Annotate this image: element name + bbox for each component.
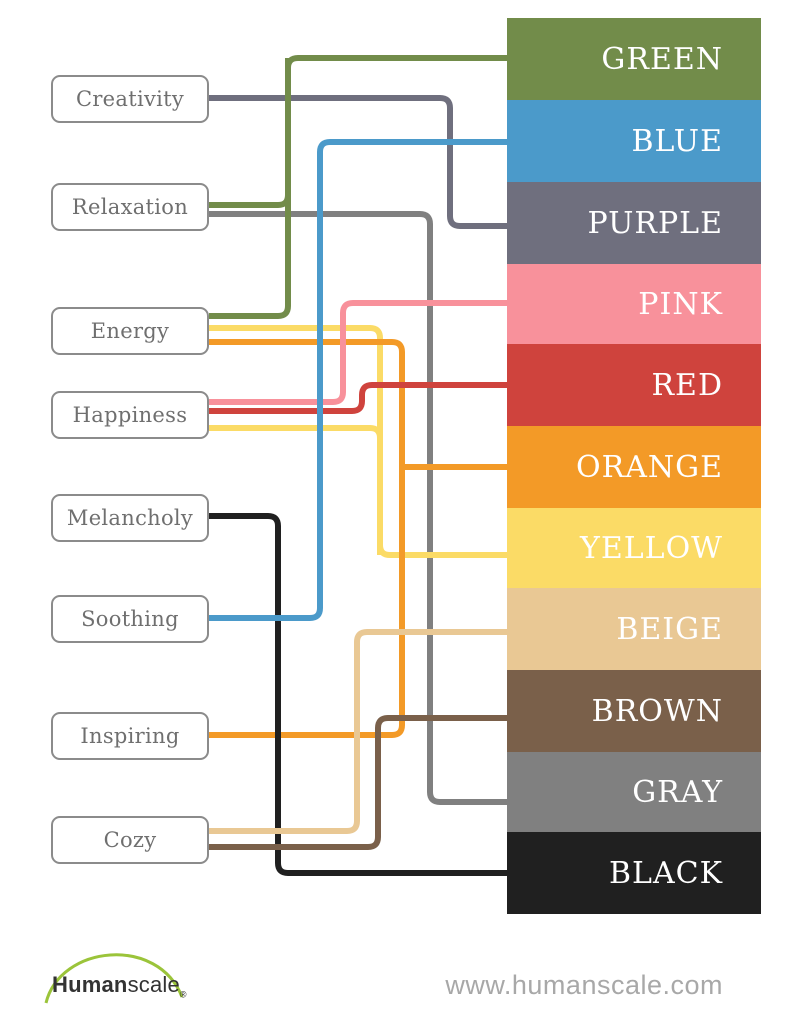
brand-name-regular: scale <box>127 972 180 997</box>
website-url: www.humanscale.com <box>445 970 723 1000</box>
color-block-red: RED <box>507 344 761 426</box>
humanscale-logo-arc-icon <box>44 953 184 1004</box>
emotion-cozy: Cozy <box>51 816 209 864</box>
color-block-black: BLACK <box>507 832 761 914</box>
line-relaxation-to-green <box>209 55 507 208</box>
line-energy-to-green <box>209 58 291 319</box>
line-happiness-to-pink <box>209 300 507 405</box>
color-block-yellow: YELLOW <box>507 508 761 588</box>
line-relaxation-to-gray <box>209 211 507 805</box>
emotion-melancholy: Melancholy <box>51 494 209 542</box>
line-happiness-to-red <box>209 382 507 414</box>
line-soothing-to-blue <box>209 139 507 621</box>
humanscale-logo: Humanscale® <box>52 972 187 999</box>
emotion-happiness: Happiness <box>51 391 209 439</box>
line-cozy-to-beige <box>209 629 507 834</box>
line-happiness-to-yellow <box>209 425 383 555</box>
emotion-creativity: Creativity <box>51 75 209 123</box>
color-block-purple: PURPLE <box>507 182 761 264</box>
color-block-green: GREEN <box>507 18 761 100</box>
emotion-relaxation: Relaxation <box>51 183 209 231</box>
emotion-soothing: Soothing <box>51 595 209 643</box>
brand-name-bold: Human <box>52 972 128 997</box>
emotion-energy: Energy <box>51 307 209 355</box>
line-melancholy-to-black <box>209 513 507 876</box>
line-energy-to-yellow <box>209 325 507 558</box>
emotion-inspiring: Inspiring <box>51 712 209 760</box>
color-block-orange: ORANGE <box>507 426 761 508</box>
line-creativity-to-purple <box>209 95 507 229</box>
color-block-gray: GRAY <box>507 752 761 832</box>
line-cozy-to-brown <box>209 715 507 850</box>
color-block-pink: PINK <box>507 264 761 344</box>
registered-mark: ® <box>179 989 187 1000</box>
color-block-beige: BEIGE <box>507 588 761 670</box>
line-energy-to-orange <box>209 339 405 738</box>
color-block-brown: BROWN <box>507 670 761 752</box>
color-block-blue: BLUE <box>507 100 761 182</box>
